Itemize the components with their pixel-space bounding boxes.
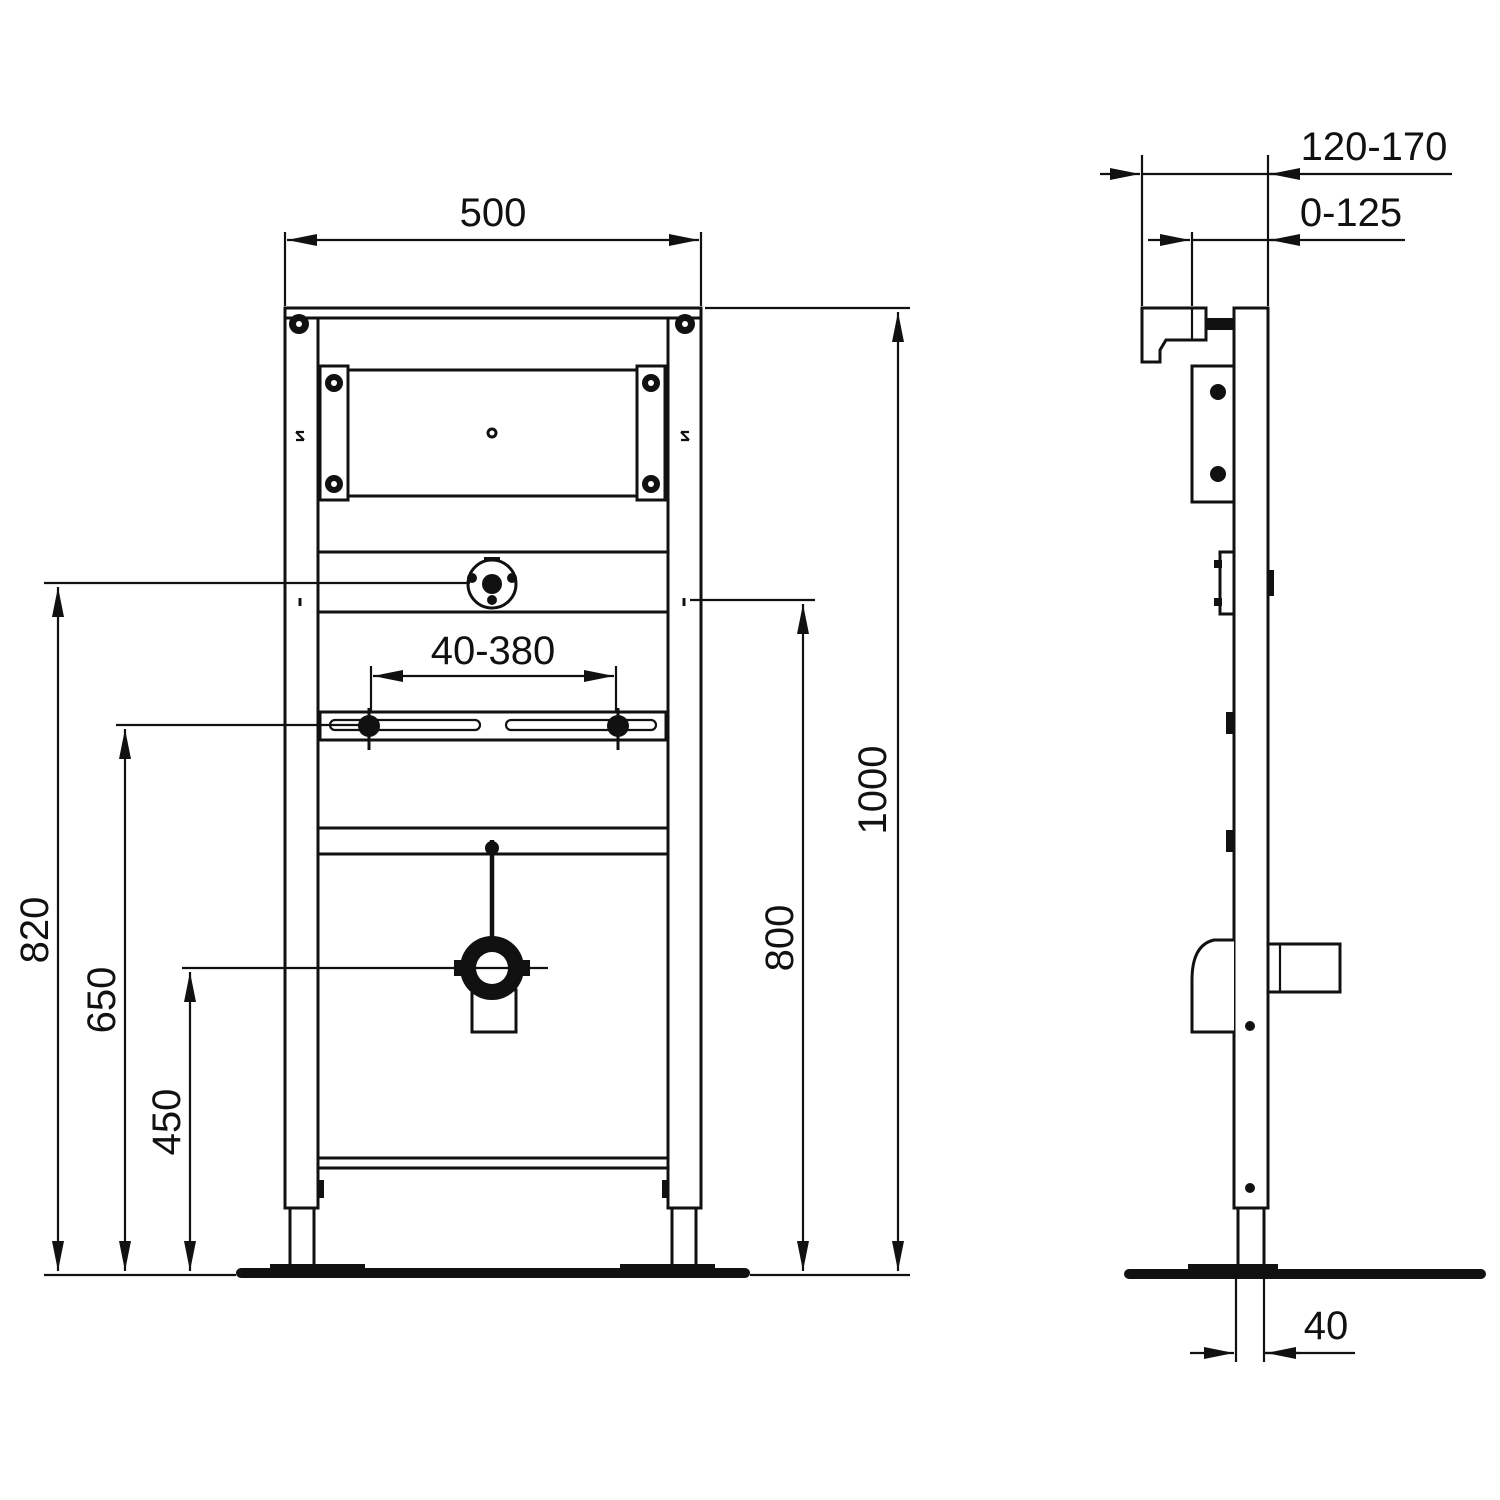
- dim-leg-width-label: 40: [1304, 1304, 1349, 1348]
- bottom-rail: [316, 1156, 670, 1170]
- dim-depth-120-170-label: 120-170: [1301, 125, 1448, 169]
- top-bracket-bolts: [289, 314, 695, 493]
- side-foot: [1236, 1206, 1266, 1272]
- front-view: [236, 306, 750, 1278]
- waste-outlet-fitting: [454, 840, 530, 1034]
- post-level-marks: [295, 430, 690, 606]
- left-foot: [288, 1206, 316, 1270]
- dim-depth-0-125-label: 0-125: [1300, 191, 1402, 235]
- right-slot: [504, 718, 658, 732]
- side-floor-slab: [1124, 1269, 1486, 1279]
- dim-820-label: 820: [13, 897, 57, 964]
- dim-width-label: 500: [460, 191, 527, 235]
- left-post: [283, 306, 320, 1210]
- bracket-rail-bolts: [358, 708, 629, 750]
- side-rail-tab: [1226, 712, 1234, 734]
- right-post-tab: [662, 1180, 668, 1198]
- dim-650-label: 650: [80, 967, 124, 1034]
- top-mounting-plate: [344, 368, 640, 498]
- side-view: [1124, 306, 1486, 1279]
- dim-800-label: 800: [758, 905, 802, 972]
- dim-total-height-label: 1000: [851, 746, 895, 835]
- front-dimensions: 500 1000 800 820 650 450 40-380: [13, 191, 910, 1277]
- front-floor-slab: [236, 1268, 750, 1278]
- top-left-bracket: [318, 364, 350, 502]
- left-post-tab: [318, 1180, 324, 1198]
- side-dimensions: 120-170 0-125 40: [1100, 125, 1452, 1362]
- top-plate-center-hole: [486, 427, 498, 439]
- top-rail: [283, 306, 703, 320]
- left-foot-plate: [270, 1264, 365, 1270]
- right-foot: [670, 1206, 698, 1270]
- side-post: [1232, 306, 1270, 1210]
- dim-bracket-spacing-label: 40-380: [431, 629, 556, 673]
- side-foot-plate: [1188, 1264, 1278, 1270]
- side-top-bracket: [1140, 306, 1234, 364]
- right-foot-plate: [620, 1264, 715, 1270]
- side-waste-fitting: [1190, 938, 1342, 1193]
- right-post: [666, 306, 703, 1210]
- side-rail-tab-2: [1226, 830, 1234, 852]
- side-supply-fitting: [1214, 550, 1274, 616]
- dim-450-label: 450: [145, 1089, 189, 1156]
